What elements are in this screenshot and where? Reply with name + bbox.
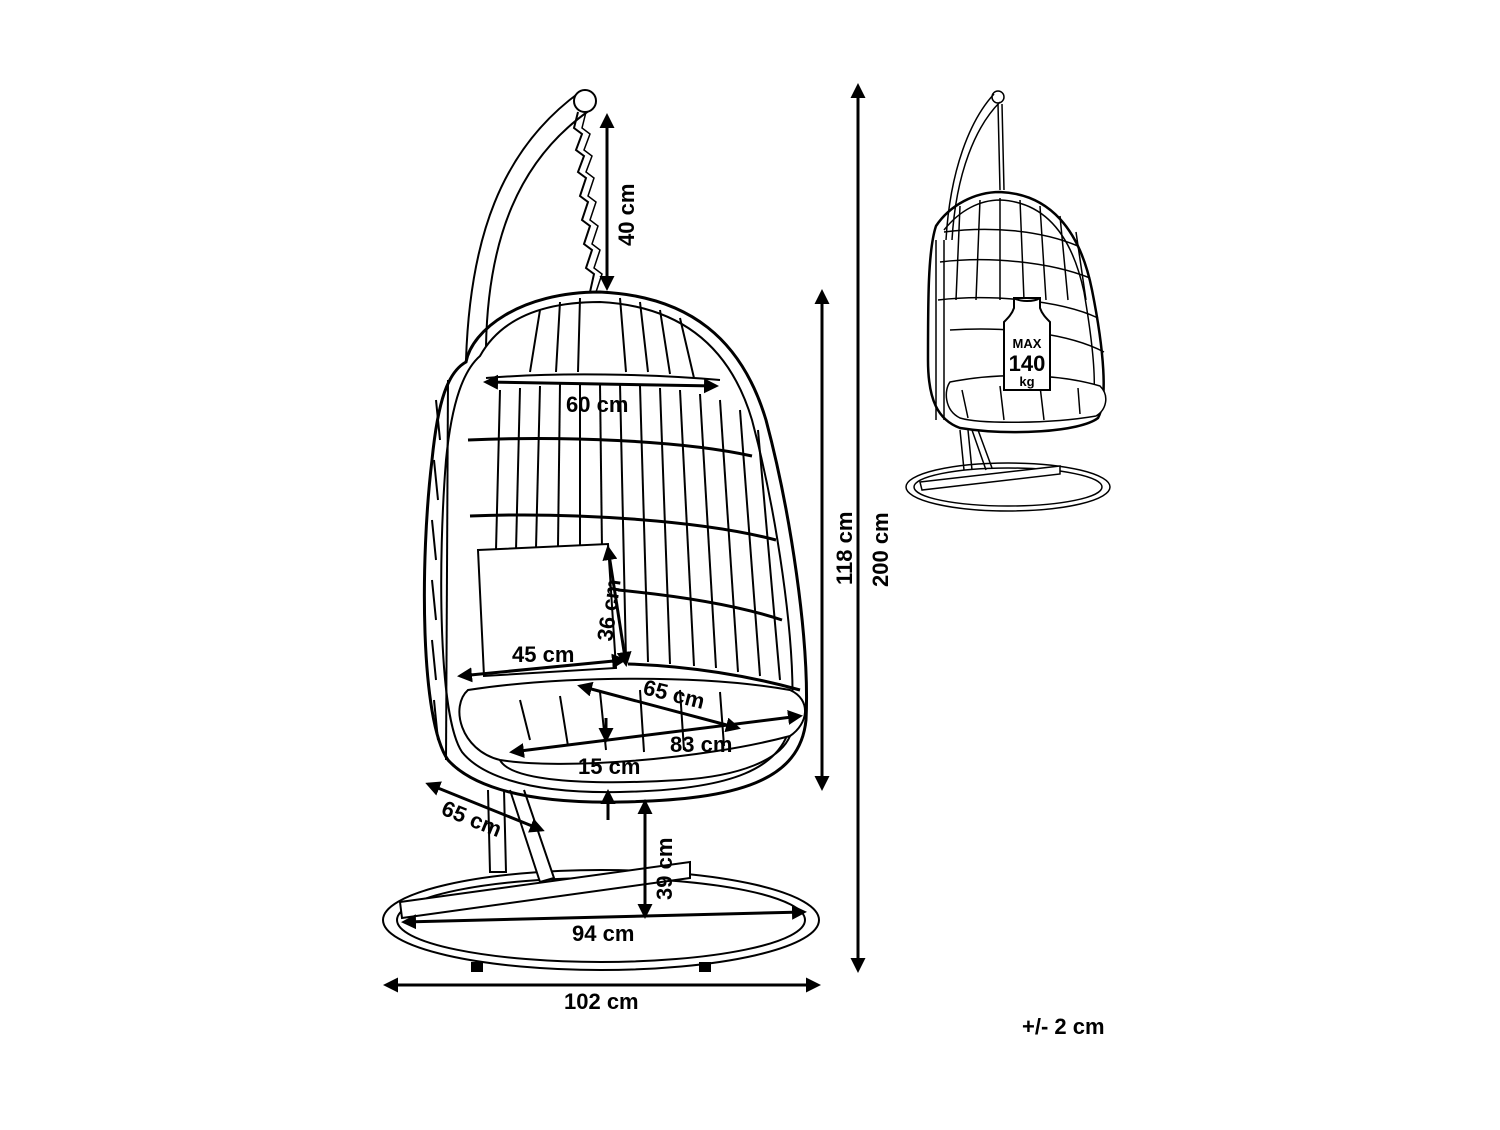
label-seat-width: 45 cm [512,642,574,667]
label-chain-length: 40 cm [614,184,639,246]
max-load-label-line1: MAX [1013,336,1042,351]
hanging-chain [572,111,603,293]
label-cushion-thickness: 15 cm [578,754,640,779]
weight-icon [1003,297,1051,391]
small-egg-basket [926,190,1107,434]
label-basket-width: 60 cm [566,392,628,417]
tolerance-note: +/- 2 cm [1022,1014,1105,1039]
small-chair-illustration [905,90,1111,512]
label-seat-height: 39 cm [652,838,677,900]
main-chair-illustration [382,89,820,972]
label-basket-height: 118 cm [832,512,857,585]
dimension-arrows [383,83,866,993]
egg-basket [422,290,808,804]
label-base-outer-diameter: 102 cm [564,989,639,1014]
max-load-unit: kg [1019,374,1034,389]
cushion-thickness-arrows [598,718,616,820]
label-cushion-width: 83 cm [670,732,732,757]
stand-arc-pole [465,89,597,361]
label-total-height: 200 cm [868,512,893,587]
label-base-inner-diameter: 94 cm [572,921,634,946]
max-load-value: 140 [1009,351,1046,376]
